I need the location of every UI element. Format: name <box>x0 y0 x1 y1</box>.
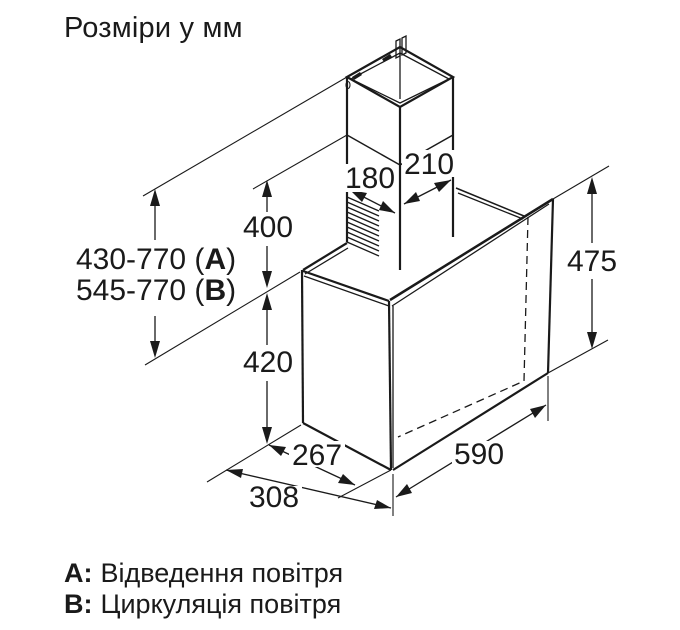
hood-body <box>300 187 525 471</box>
dim-panel-height-label: 475 <box>567 245 617 278</box>
dim-height-b-label: 545-770 (B) <box>76 274 236 307</box>
body-top-front-edge <box>302 269 390 303</box>
legend: A:Відведення повітря B:Циркуляція повітр… <box>64 558 343 620</box>
dim-duct-depth-label: 180 <box>345 162 395 195</box>
dim-width: 590 <box>395 404 547 498</box>
page-title: Розміри у мм <box>64 12 243 44</box>
mount-tab-icon <box>401 34 407 57</box>
legend-row-exhaust: A:Відведення повітря <box>64 558 343 589</box>
body-top-back-edge-inner <box>304 247 349 275</box>
legend-label-a: Відведення повітря <box>100 558 344 588</box>
panel-hidden-edge <box>397 216 529 438</box>
panel-right-edge <box>546 198 555 374</box>
body-top-front-edge-inner <box>303 275 390 307</box>
mount-slot-icon <box>352 72 362 80</box>
dim-bottom-depth: 267 <box>268 439 356 486</box>
body-top-right-edge <box>455 187 525 217</box>
vent-grille-icon <box>346 196 380 257</box>
dim-total-depth-label: 308 <box>249 481 299 514</box>
dim-body-height: 420 <box>243 293 293 444</box>
dim-height-total: 430-770 (A) 545-770 (B) <box>76 189 236 358</box>
legend-key-a: A: <box>64 558 93 588</box>
duct-top-rim-inner <box>349 52 451 104</box>
body-bottom-edge <box>302 422 392 471</box>
body-top-back-edge <box>302 242 348 271</box>
dim-duct-width: 210 <box>402 148 456 205</box>
panel-top-edge-inner <box>391 203 550 307</box>
duct-seam-left <box>346 134 401 166</box>
legend-key-b: B: <box>64 589 93 619</box>
dim-flue-height: 400 <box>243 180 293 288</box>
body-left-edge <box>300 269 305 424</box>
dim-height-a-label: 430-770 (A) <box>76 243 236 276</box>
dim-bottom-depth-label: 267 <box>292 439 342 472</box>
dim-flue-height-label: 400 <box>243 211 293 244</box>
body-top-right-edge-inner <box>457 192 524 220</box>
glass-panel <box>389 197 555 471</box>
dim-duct-depth: 180 <box>344 162 396 214</box>
body-front-edge <box>387 300 393 471</box>
dim-total-depth: 308 <box>225 469 392 514</box>
extension-lines <box>142 76 610 516</box>
mount-tab-icon <box>395 37 401 60</box>
panel-bottom-edge <box>392 372 549 471</box>
legend-label-b: Циркуляція повітря <box>100 589 342 619</box>
dim-width-label: 590 <box>454 438 504 471</box>
mount-slot-icon <box>382 54 392 62</box>
dim-duct-width-label: 210 <box>404 148 454 181</box>
dim-body-height-label: 420 <box>243 346 293 379</box>
panel-top-edge <box>389 197 554 302</box>
legend-row-recirculation: B:Циркуляція повітря <box>64 589 343 620</box>
dim-panel-height: 475 <box>567 177 617 349</box>
